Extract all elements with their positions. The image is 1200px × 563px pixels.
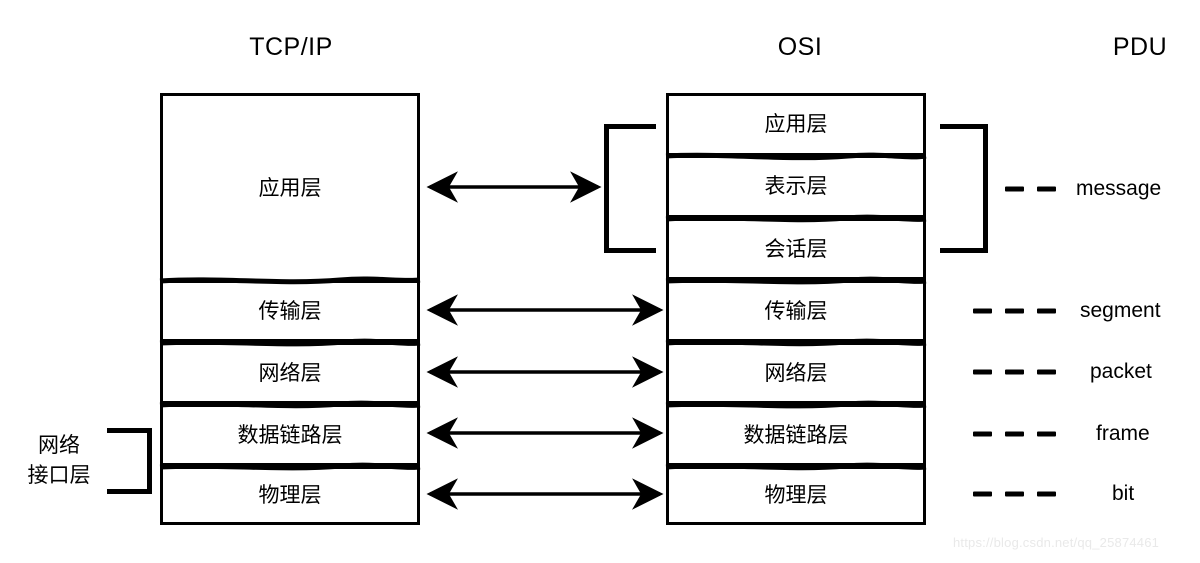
network-interface-group-bracket <box>107 428 152 494</box>
dash-segment-icon <box>1037 491 1056 497</box>
tcpip-layer-transport-label: 传输层 <box>258 298 322 323</box>
osi-layer-application-label: 应用层 <box>764 112 828 136</box>
dash-segment-icon <box>1005 491 1024 497</box>
osi-stack: 应用层 表示层 会话层 传输层 网络层 数据链路层 物理层 <box>665 93 927 525</box>
tcpip-layer-physical[interactable]: 物理层 <box>160 466 420 525</box>
dash-segment-icon <box>973 369 992 375</box>
osi-layer-presentation-label: 表示层 <box>764 174 828 198</box>
dash-segment-icon <box>1005 431 1024 437</box>
osi-upper-layers-group-bracket <box>604 124 656 253</box>
osi-layer-physical[interactable]: 物理层 <box>666 466 926 525</box>
dash-segment-icon <box>1037 369 1056 375</box>
column-title-osi: OSI <box>777 33 823 61</box>
osi-layer-network-label: 网络层 <box>764 360 828 385</box>
dash-segment-icon <box>973 308 992 314</box>
tcpip-layer-application-label: 应用层 <box>258 175 322 200</box>
osi-layer-datalink-label: 数据链路层 <box>743 422 849 447</box>
pdu-label-packet: packet <box>1090 360 1152 383</box>
tcpip-layer-network-label: 网络层 <box>258 360 322 385</box>
pdu-dashes-segment <box>973 308 1056 314</box>
network-interface-annotation-line1: 网络 <box>38 433 80 458</box>
pdu-dashes-bit <box>973 491 1056 497</box>
network-interface-annotation: 网络 接口层 <box>28 431 91 491</box>
osi-layer-transport-label: 传输层 <box>764 298 828 323</box>
pdu-message-group-bracket <box>940 124 988 253</box>
pdu-label-message: message <box>1076 177 1162 200</box>
pdu-label-frame: frame <box>1096 422 1150 445</box>
dash-segment-icon <box>1005 308 1024 314</box>
dash-segment-icon <box>1037 431 1056 437</box>
dash-segment-icon <box>973 491 992 497</box>
column-title-pdu: PDU <box>1112 33 1168 61</box>
column-title-tcpip: TCP/IP <box>249 33 333 61</box>
dash-segment-icon <box>1005 369 1024 375</box>
pdu-dashes-message <box>1005 186 1056 192</box>
pdu-label-segment: segment <box>1080 299 1161 322</box>
network-interface-annotation-line2: 接口层 <box>27 463 91 487</box>
pdu-label-bit: bit <box>1112 482 1135 505</box>
pdu-dashes-frame <box>973 431 1056 437</box>
osi-layer-physical-label: 物理层 <box>764 483 828 507</box>
dash-segment-icon <box>1037 308 1056 314</box>
tcpip-layer-physical-label: 物理层 <box>258 483 322 507</box>
osi-layer-session-label: 会话层 <box>764 236 828 261</box>
dash-segment-icon <box>973 431 992 437</box>
watermark: https://blog.csdn.net/qq_25874461 <box>953 535 1160 550</box>
tcpip-stack: 应用层 传输层 网络层 数据链路层 物理层 <box>159 93 421 525</box>
dash-segment-icon <box>1037 186 1056 192</box>
pdu-dashes-packet <box>973 369 1056 375</box>
dash-segment-icon <box>1005 186 1024 192</box>
tcpip-layer-datalink-label: 数据链路层 <box>237 422 343 447</box>
